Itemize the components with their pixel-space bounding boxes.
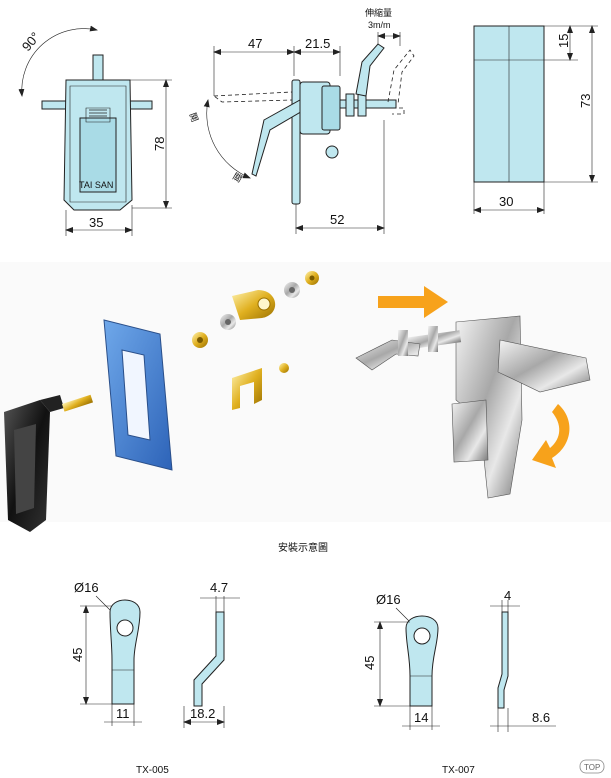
travel-label: 伸縮量 <box>365 7 392 18</box>
tx005-hole: Ø16 <box>74 580 99 595</box>
top-badge-label[interactable]: TOP <box>584 763 600 772</box>
handle-right-bar <box>127 100 153 110</box>
dim-30: 30 <box>499 194 513 209</box>
tx005-thickness: 4.7 <box>210 580 228 595</box>
exploded-install-illustration: 安裝示意圖 <box>0 262 611 554</box>
tx007-drawing: Ø16 45 14 4 8.6 TX-007 <box>362 588 556 776</box>
open-label: 開 <box>187 111 199 123</box>
side-view: 47 21.5 伸縮量 3m/m 開 關 52 <box>187 7 415 234</box>
top-badge[interactable]: TOP <box>579 759 605 774</box>
gold-bracket <box>232 368 262 410</box>
tx005-model: TX-005 <box>136 765 169 776</box>
rear-view: 15 73 30 <box>473 25 598 214</box>
rotate-arrow-icon <box>532 404 570 468</box>
tx005-drawing: Ø16 45 11 4.7 18.2 TX-005 <box>70 580 240 776</box>
threaded-bolt <box>339 99 397 109</box>
dim-47: 47 <box>248 36 262 51</box>
dim-52: 52 <box>330 212 344 227</box>
tx007-hole: Ø16 <box>376 592 401 607</box>
tx007-profile <box>497 611 509 709</box>
cam-hook <box>355 43 385 97</box>
tx007-thickness: 4 <box>504 588 511 603</box>
push-arrow-icon <box>378 286 448 318</box>
brass-bolt <box>62 394 94 412</box>
install-caption: 安裝示意圖 <box>278 541 328 554</box>
angle-label: 90° <box>19 29 43 54</box>
tx005-length: 45 <box>70 648 85 662</box>
grip-recess <box>79 117 117 193</box>
height-dim: 78 <box>152 137 167 151</box>
swing-arc <box>203 99 251 179</box>
close-label: 關 <box>231 171 244 184</box>
tx007-width: 14 <box>414 710 428 725</box>
tx005-width: 11 <box>116 706 130 721</box>
tx005-offset: 18.2 <box>190 706 215 721</box>
cam-hook-dashed <box>387 49 415 105</box>
mount-plate <box>291 79 301 205</box>
tx007-length: 45 <box>362 656 377 670</box>
gold-cam <box>232 290 276 320</box>
travel-value: 3m/m <box>368 20 391 30</box>
lever-closed-outline <box>212 91 293 103</box>
front-view: 90° TAI SAN 35 78 <box>18 25 172 236</box>
width-dim: 35 <box>89 215 103 230</box>
dim-15: 15 <box>556 34 571 48</box>
metal-lever <box>497 339 591 393</box>
brand-label: TAI SAN <box>79 180 113 190</box>
angle-arc <box>18 25 98 97</box>
dim-21-5: 21.5 <box>305 36 330 51</box>
tx007-model: TX-007 <box>442 765 475 776</box>
tx007-offset: 8.6 <box>532 710 550 725</box>
dim-73: 73 <box>578 94 593 108</box>
tx005-tongue <box>109 599 141 705</box>
tx005-profile <box>193 611 225 707</box>
